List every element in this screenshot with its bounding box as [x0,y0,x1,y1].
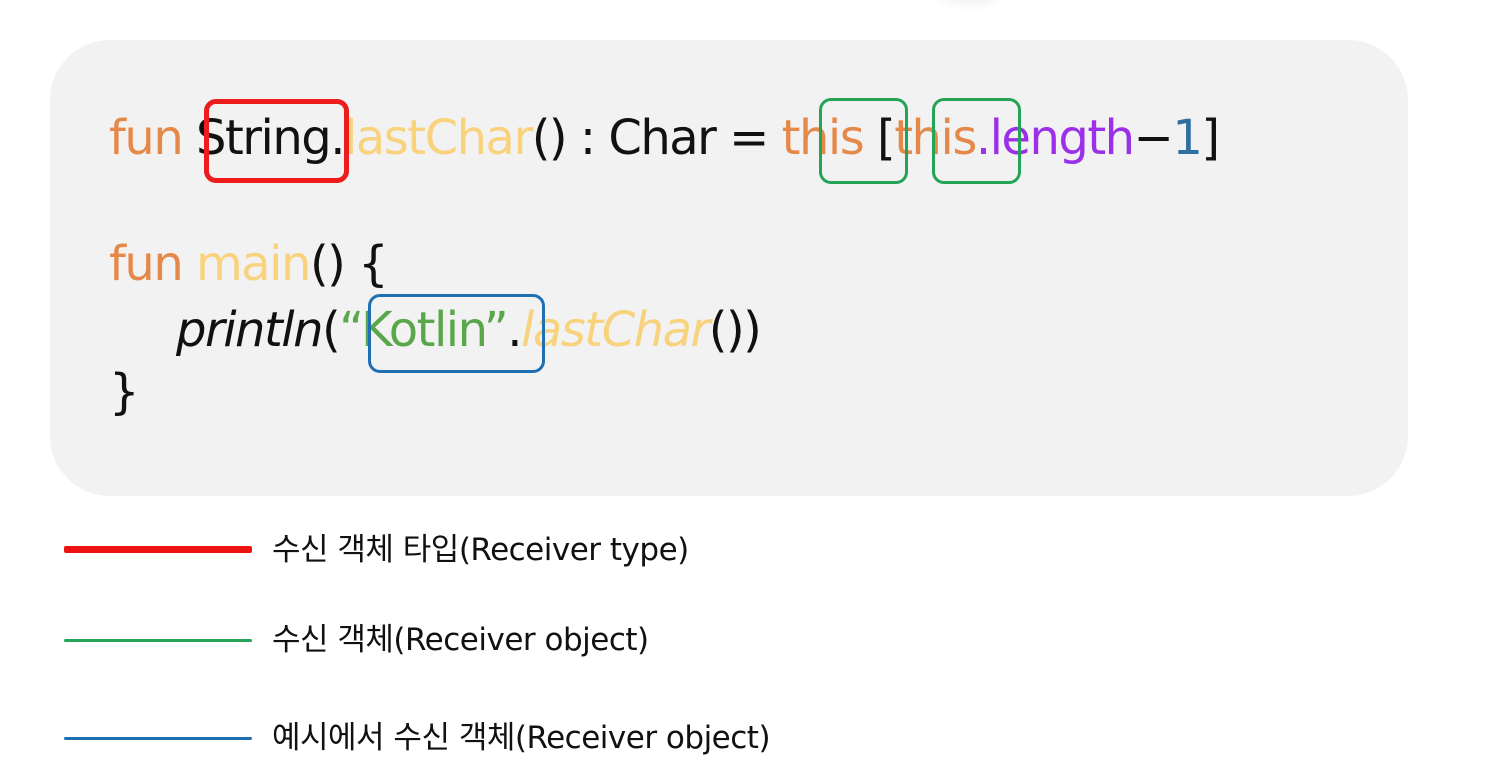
minus-operator: − [1133,110,1174,166]
bracket-close: ] [1201,110,1220,166]
function-signature: () : Char = [531,110,782,166]
length-property: .length [975,110,1135,166]
this-keyword-2: this [894,110,977,166]
function-name-main: main [196,236,311,292]
string-literal-kotlin: “Kotlin” [339,302,509,358]
legend-blue-line [64,737,252,740]
keyword-fun-main: fun [109,236,196,292]
top-shadow-decoration [925,0,1015,12]
bracket-open: [ [863,110,896,166]
paren-open: ( [322,302,341,358]
this-keyword-1: this [781,110,865,166]
number-one: 1 [1172,110,1203,166]
code-line-close-brace: } [109,360,140,424]
main-open-brace: () { [309,236,389,292]
parens-close: ()) [708,302,762,358]
dot-operator: . [330,110,345,166]
println-call: println [176,302,324,358]
code-line-extension-function: fun String.lastChar() : Char = this [thi… [109,106,1220,170]
example-receiver-object-highlight-box [368,294,545,373]
code-panel [50,40,1408,496]
code-line-println: println(“Kotlin”.lastChar()) [176,298,762,362]
function-name-lastchar: lastChar [344,110,533,166]
lastchar-call: lastChar [521,302,710,358]
legend-red-line [64,546,252,553]
receiver-object-highlight-box-1 [819,98,908,184]
receiver-object-highlight-box-2 [932,98,1021,184]
code-line-main-declaration: fun main() { [109,232,389,296]
legend-example-receiver-object-label: 예시에서 수신 객체(Receiver object) [272,720,771,756]
legend-receiver-object-label: 수신 객체(Receiver object) [272,622,649,658]
dot-call: . [507,302,522,358]
legend-receiver-type-label: 수신 객체 타입(Receiver type) [272,532,689,568]
receiver-type-string: String [196,110,332,166]
keyword-fun: fun [109,110,196,166]
receiver-type-highlight-box [204,99,349,183]
legend-green-line [64,639,252,642]
main-close-brace: } [109,364,140,420]
